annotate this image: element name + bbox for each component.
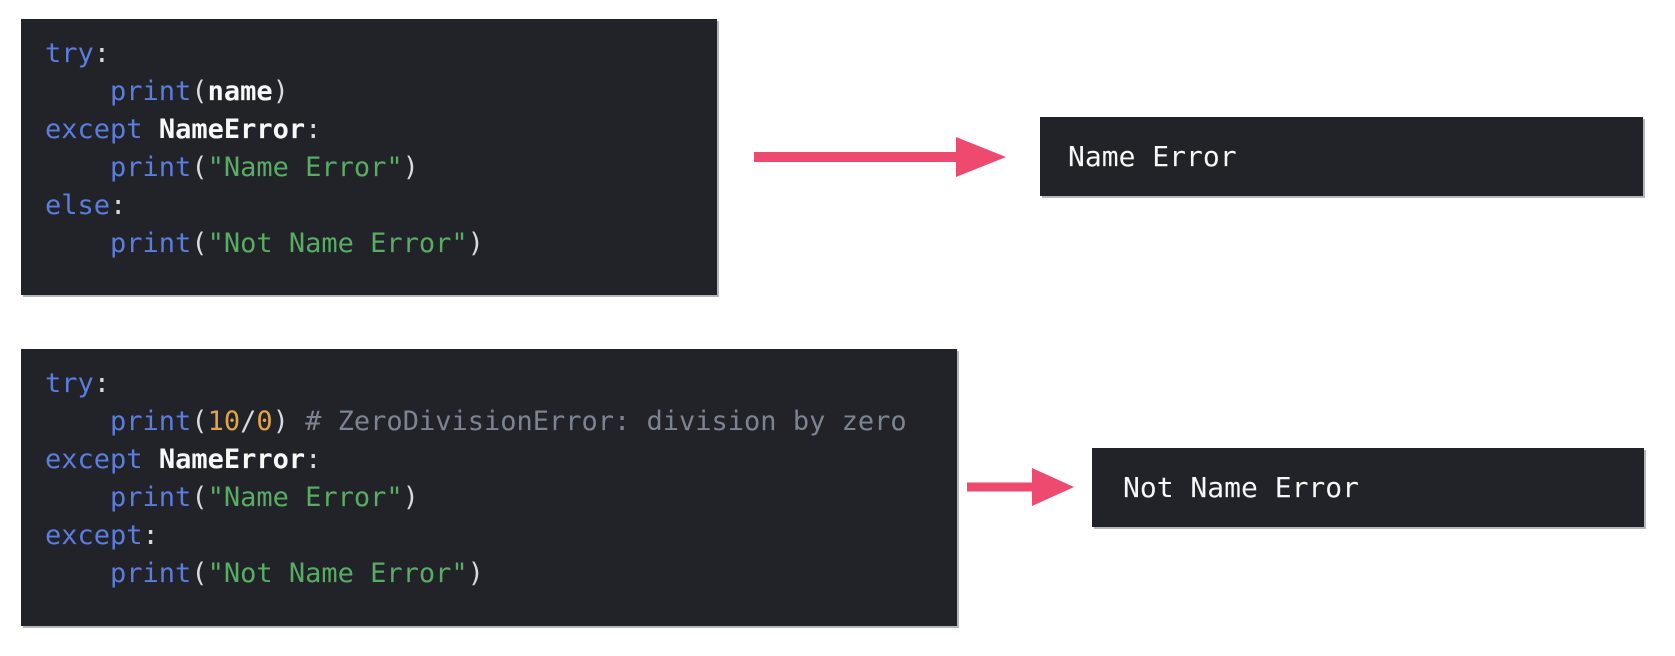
code-line: print("Name Error") <box>45 479 933 517</box>
arrow-right-icon <box>754 137 1006 177</box>
code-line: print("Not Name Error") <box>45 555 933 593</box>
output-box-name-error: Name Error <box>1040 117 1643 196</box>
code-token-id: NameError <box>158 444 306 475</box>
code-token-pun: : <box>305 114 322 145</box>
code-token-pun: ( <box>191 228 208 259</box>
code-token-ws <box>45 228 110 259</box>
code-token-kw: print <box>110 406 192 437</box>
code-token-id: NameError <box>158 114 306 145</box>
code-token-pun: ( <box>191 152 208 183</box>
code-token-str: "Name Error" <box>207 482 403 513</box>
code-token-ws <box>45 558 110 589</box>
output-text: Not Name Error <box>1123 471 1360 504</box>
code-line: try: <box>45 35 693 73</box>
code-token-pun: ) <box>272 76 289 107</box>
code-line: except: <box>45 517 933 555</box>
output-box-not-name-error: Not Name Error <box>1092 448 1644 527</box>
code-token-str: "Not Name Error" <box>207 558 468 589</box>
code-line: else: <box>45 187 693 225</box>
code-token-num: 0 <box>256 406 273 437</box>
code-token-kw: except <box>45 444 143 475</box>
code-token-num: 10 <box>207 406 241 437</box>
code-token-kw: print <box>110 152 192 183</box>
code-token-com: # ZeroDivisionError: division by zero <box>305 406 907 437</box>
code-line: print("Not Name Error") <box>45 225 693 263</box>
code-line: except NameError: <box>45 441 933 479</box>
code-token-kw: print <box>110 76 192 107</box>
code-token-kw: try <box>45 368 94 399</box>
code-token-pun: : <box>305 444 322 475</box>
code-token-pun: : <box>93 368 111 399</box>
code-token-ws <box>289 406 305 437</box>
code-token-pun: ) <box>467 558 484 589</box>
code-token-str: "Name Error" <box>207 152 403 183</box>
code-line: except NameError: <box>45 111 693 149</box>
arrow-right-icon <box>967 468 1074 506</box>
code-token-kw: print <box>110 558 192 589</box>
code-token-kw: print <box>110 482 192 513</box>
code-token-pun: ) <box>467 228 484 259</box>
code-line: print("Name Error") <box>45 149 693 187</box>
code-line: print(10/0) # ZeroDivisionError: divisio… <box>45 403 933 441</box>
code-token-pun: ) <box>402 482 419 513</box>
code-token-pun: ( <box>191 482 208 513</box>
code-token-kw: except <box>45 114 143 145</box>
code-token-pun: : <box>142 520 159 551</box>
code-line: try: <box>45 365 933 403</box>
code-token-id: name <box>207 76 273 107</box>
code-token-ws <box>143 114 159 145</box>
code-token-kw: try <box>45 38 94 69</box>
code-token-pun: ( <box>191 76 208 107</box>
code-token-pun: ( <box>191 558 208 589</box>
code-token-pun: / <box>240 406 257 437</box>
code-token-pun: : <box>110 190 127 221</box>
code-token-pun: ) <box>402 152 419 183</box>
code-token-ws <box>143 444 159 475</box>
code-token-str: "Not Name Error" <box>207 228 468 259</box>
output-text: Name Error <box>1068 140 1237 173</box>
code-token-pun: ( <box>191 406 208 437</box>
code-token-kw: except <box>45 520 143 551</box>
code-token-ws <box>45 76 110 107</box>
code-token-ws <box>45 152 110 183</box>
code-token-pun: ) <box>272 406 289 437</box>
code-line: print(name) <box>45 73 693 111</box>
code-token-pun: : <box>93 38 111 69</box>
code-block-try-multiple-except: try: print(10/0) # ZeroDivisionError: di… <box>21 349 957 626</box>
code-token-ws <box>45 406 110 437</box>
code-block-try-except-else: try: print(name)except NameError: print(… <box>21 19 717 295</box>
code-token-kw: else <box>45 190 111 221</box>
code-token-kw: print <box>110 228 192 259</box>
code-token-ws <box>45 482 110 513</box>
